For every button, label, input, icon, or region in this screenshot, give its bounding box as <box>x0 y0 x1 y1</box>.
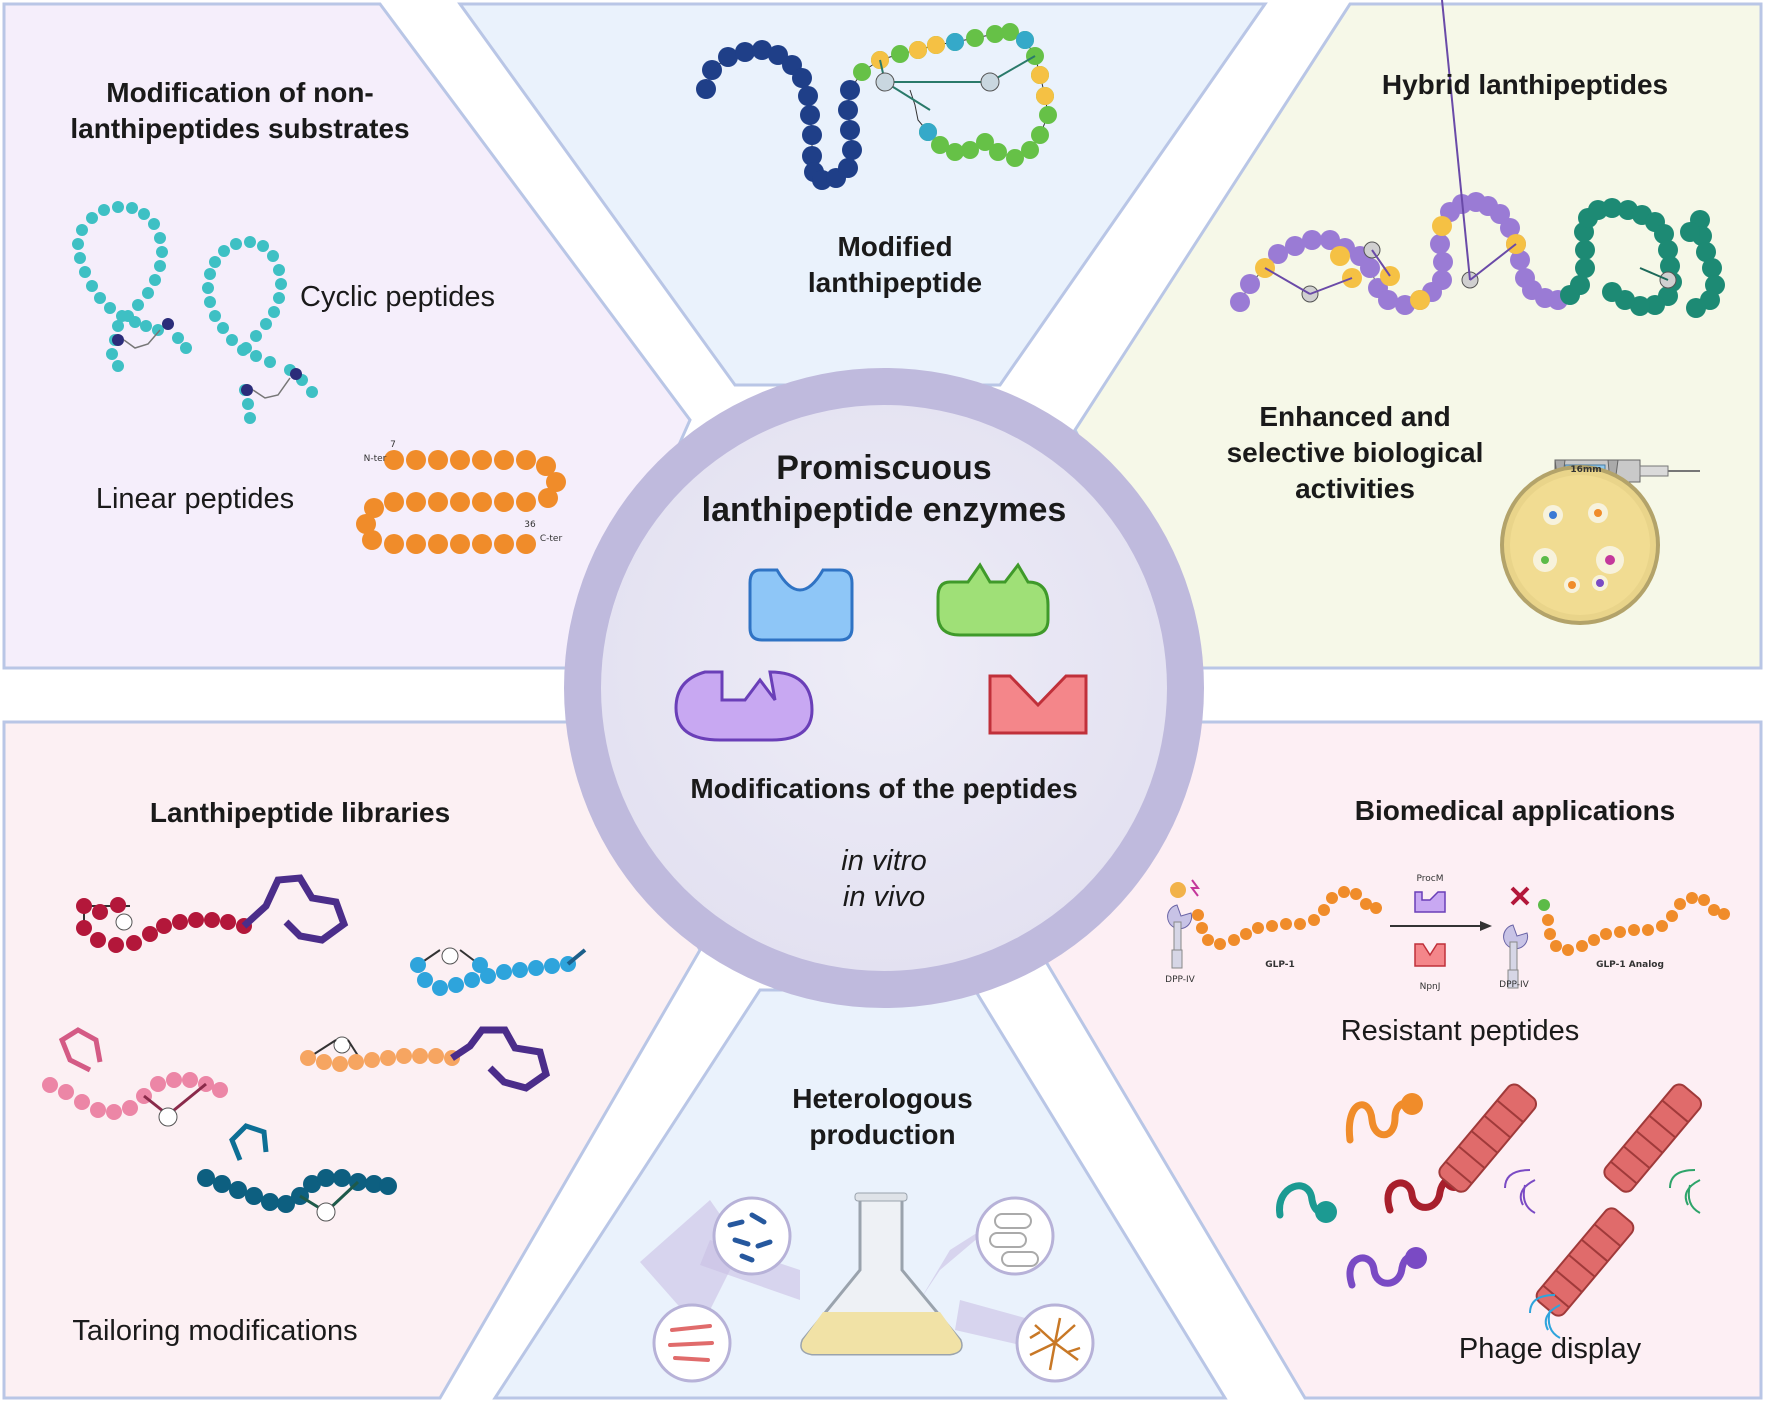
cyclic-peptide-2 <box>202 236 318 424</box>
glp1-label: GLP-1 <box>1265 960 1295 970</box>
phage-icon <box>1603 1083 1703 1214</box>
caliper-reading: 16mm <box>1570 465 1602 475</box>
hub-disc <box>601 405 1167 971</box>
library-peptide-5 <box>197 1123 397 1222</box>
glp1-left <box>1167 879 1382 969</box>
modified-title-line1: Modified <box>837 231 953 262</box>
fungus-bubble <box>1015 1303 1095 1383</box>
yeast-bubble <box>975 1196 1055 1276</box>
hub-title-line2: lanthipeptide enzymes <box>701 491 1067 529</box>
modified-lanthipeptide-chain <box>696 23 1057 190</box>
petri-dish-icon <box>1500 465 1660 625</box>
disulfide-bond-1 <box>123 329 161 349</box>
libraries-title: Lanthipeptide libraries <box>149 797 451 828</box>
procm-label: ProcM <box>1416 874 1444 884</box>
green-enzyme-icon <box>936 562 1050 637</box>
hub-modifications-label: Modifications of the peptides <box>690 773 1078 804</box>
npnj-label: NpnJ <box>1419 982 1441 992</box>
dpp-iv-left-label: DPP-IV <box>1165 975 1195 985</box>
cyclic-peptide-1 <box>72 201 192 372</box>
hub-in-vitro: in vitro <box>841 845 927 877</box>
bacteria-bubble-2 <box>652 1303 732 1383</box>
heterologous-title-line1: Heterologous <box>792 1083 973 1114</box>
purple-enzyme-icon <box>674 670 814 742</box>
peptide-squiggle-orange <box>1345 1099 1414 1144</box>
enhanced-line2: selective biological <box>1226 437 1484 468</box>
library-peptide-3 <box>42 1027 228 1127</box>
glp1-analog-label: GLP-1 Analog <box>1596 960 1664 970</box>
resistant-label: Resistant peptides <box>1340 1015 1580 1047</box>
reaction-arrow-head <box>1480 921 1492 931</box>
hybrid-lanthipeptide-chain <box>1230 0 1725 318</box>
nonlanthi-title-line2: lanthipeptides substrates <box>70 113 410 144</box>
hub-in-vivo: in vivo <box>842 881 926 913</box>
blue-enzyme-icon <box>748 568 854 642</box>
residue-end-number: 36 <box>524 520 536 530</box>
modified-title-line2: lanthipeptide <box>807 267 983 298</box>
library-peptide-2 <box>410 947 587 996</box>
nonlanthi-title-line1: Modification of non- <box>106 77 374 108</box>
biomedical-title: Biomedical applications <box>1354 795 1676 826</box>
red-enzyme-icon <box>988 674 1088 735</box>
linear-peptide <box>356 450 566 554</box>
enhanced-line1: Enhanced and <box>1259 401 1451 432</box>
library-peptide-4 <box>300 1026 551 1092</box>
enhanced-line3: activities <box>1295 473 1415 504</box>
c-ter-label: C-ter <box>539 534 563 544</box>
cyclic-peptides-label: Cyclic peptides <box>300 281 496 313</box>
procm-enzyme-icon <box>1414 891 1446 913</box>
glp1-right <box>1503 886 1730 989</box>
library-peptide-1 <box>76 874 349 953</box>
npnj-enzyme-icon <box>1414 943 1446 967</box>
bacteria-bubble-1 <box>712 1196 792 1276</box>
blue-top-sector <box>457 2 1268 387</box>
dpp-iv-right-label: DPP-IV <box>1499 980 1529 990</box>
phage-display-label: Phage display <box>1458 1333 1642 1365</box>
inhibition-cross-icon <box>1510 886 1530 906</box>
disulfide-bond-2 <box>252 377 291 399</box>
linear-peptides-label: Linear peptides <box>95 483 295 515</box>
tailoring-label: Tailoring modifications <box>72 1315 358 1347</box>
heterologous-title-line2: production <box>809 1119 956 1150</box>
hub-title-line1: Promiscuous <box>776 449 992 487</box>
n-ter-label: N-ter <box>363 454 387 464</box>
hybrid-title: Hybrid lanthipeptides <box>1381 69 1669 100</box>
phage-icon <box>1438 1083 1538 1214</box>
residue-start-number: 7 <box>390 440 396 450</box>
phage-icon <box>1529 1207 1635 1339</box>
